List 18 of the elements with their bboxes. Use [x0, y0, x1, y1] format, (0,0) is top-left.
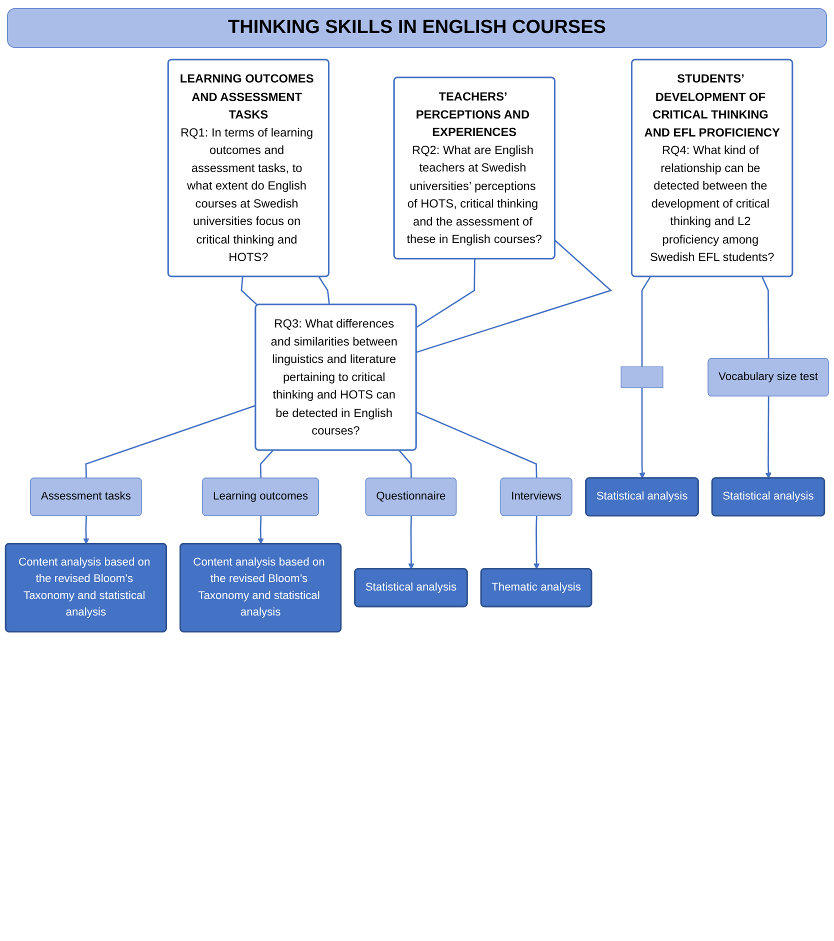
connector: [416, 412, 538, 478]
arrow: [765, 396, 772, 479]
connector: [398, 450, 412, 478]
arrow: [258, 516, 264, 544]
connector: [762, 276, 770, 359]
connector: [416, 240, 612, 353]
connector: [85, 404, 256, 478]
connector: [641, 276, 651, 367]
title-banner: THINKING SKILLS IN ENGLISH COURSES: [7, 8, 827, 48]
arrow: [534, 516, 540, 570]
arrow: [408, 516, 414, 570]
connector: [260, 450, 274, 478]
connector: [240, 276, 258, 306]
connector: [416, 259, 476, 328]
connector: [318, 276, 330, 305]
arrow: [83, 516, 90, 544]
arrow: [639, 388, 646, 479]
node-box: [620, 366, 664, 388]
